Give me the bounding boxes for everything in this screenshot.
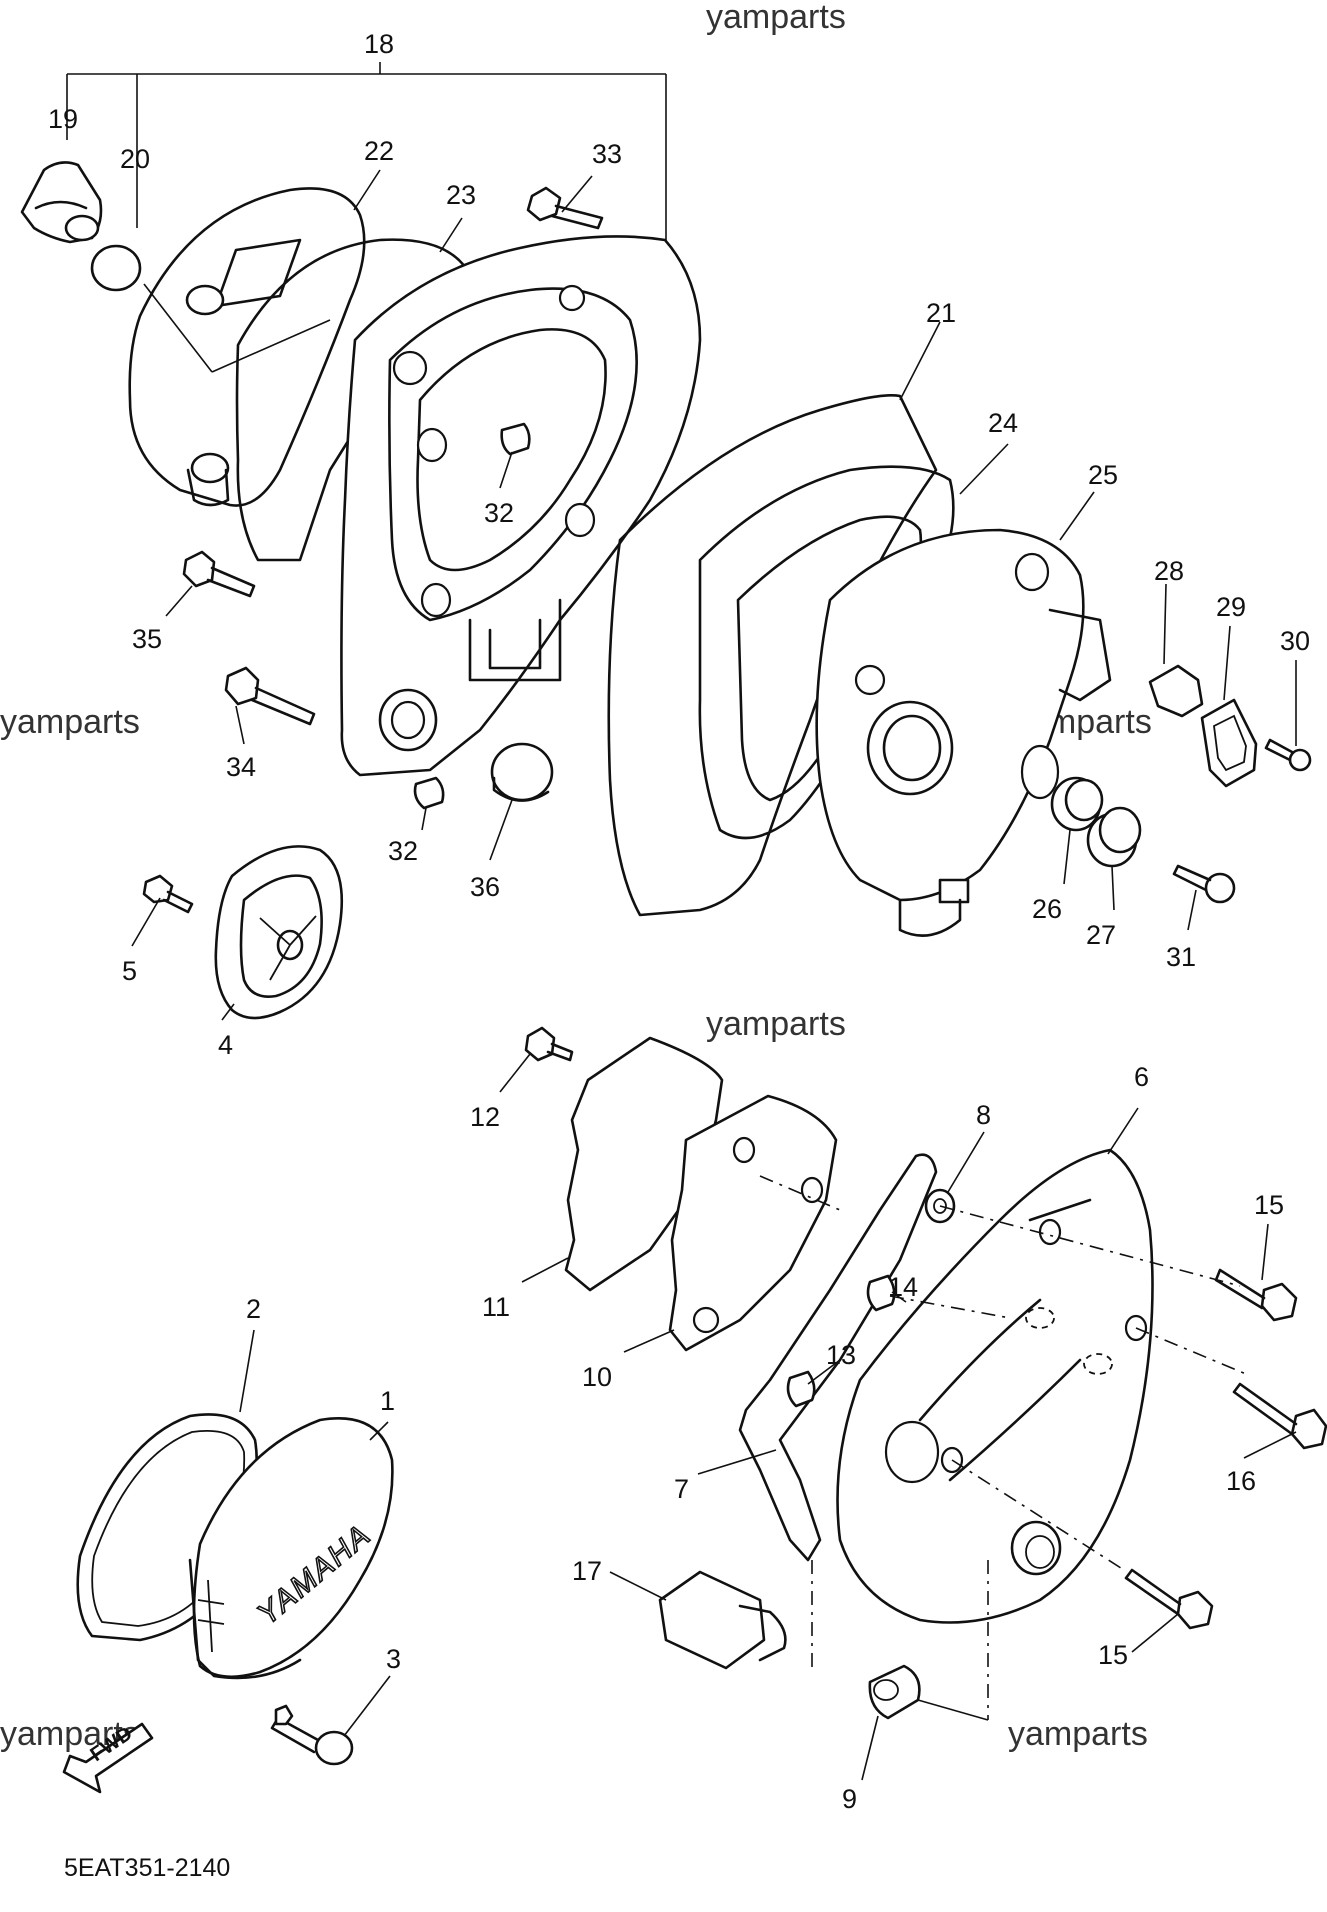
part-14-dowel-pin	[866, 1274, 896, 1312]
part-3-bolt	[270, 1704, 354, 1766]
part-32-dowel-pin	[413, 776, 445, 810]
callout-4: 4	[218, 1030, 233, 1060]
callout-14: 14	[888, 1272, 918, 1302]
part-25-cover	[815, 528, 1112, 937]
callout-32: 32	[484, 498, 514, 528]
part-6-crankcase-cover	[836, 1148, 1154, 1624]
diagram-code: 5EAT351-2140	[64, 1854, 230, 1882]
callout-29: 29	[1216, 592, 1246, 622]
callout-28: 28	[1154, 556, 1184, 586]
callout-27: 27	[1086, 920, 1116, 950]
part-34-bolt	[224, 666, 316, 726]
part-28-bracket	[1148, 664, 1204, 718]
part-11-plate	[564, 1036, 724, 1292]
callout-12: 12	[470, 1102, 500, 1132]
callout-30: 30	[1280, 626, 1310, 656]
part-9-collar	[868, 1664, 921, 1720]
part-16-bolt	[1232, 1382, 1327, 1450]
callout-23: 23	[446, 180, 476, 210]
part-22-outer-cover	[128, 187, 366, 507]
callout-33: 33	[592, 139, 622, 169]
callout-18: 18	[364, 29, 394, 59]
callout-16: 16	[1226, 1466, 1256, 1496]
part-31-bolt	[1172, 864, 1236, 904]
callout-1: 1	[380, 1386, 395, 1416]
part-26-grommet	[1050, 776, 1104, 832]
alignment-lines	[759, 1175, 1247, 1720]
part-1-generator-cover: YAMAHA	[188, 1417, 394, 1680]
part-5-bolt	[142, 874, 194, 914]
part-29-plate	[1200, 698, 1258, 788]
callout-15: 15	[1098, 1640, 1128, 1670]
callout-3: 3	[386, 1644, 401, 1674]
callout-7: 7	[674, 1474, 689, 1504]
part-19-cap	[20, 161, 103, 244]
callout-24: 24	[988, 408, 1018, 438]
callout-32: 32	[388, 836, 418, 866]
callout-6: 6	[1134, 1062, 1149, 1092]
callout-labels: 18 19 20 22 23 33 21 24 25 28 29 30 32 3…	[48, 29, 1310, 1814]
watermark-text: yamparts	[706, 1005, 846, 1043]
leader-lines	[131, 169, 1297, 1781]
part-30-screw	[1264, 738, 1312, 772]
part-20-o-ring	[90, 244, 142, 292]
part-15-bolt	[1124, 1568, 1214, 1630]
callout-35: 35	[132, 624, 162, 654]
watermark-text: yamparts	[706, 0, 846, 36]
part-15-bolt	[1214, 1268, 1298, 1322]
watermark-text: yamparts	[1008, 1715, 1148, 1753]
assembly-bracket-18	[66, 62, 667, 268]
part-17-sensor	[658, 1570, 787, 1670]
callout-34: 34	[226, 752, 256, 782]
callout-5: 5	[122, 956, 137, 986]
part-32-dowel-pin	[500, 422, 531, 456]
callout-31: 31	[1166, 942, 1196, 972]
part-10-plate	[668, 1094, 838, 1352]
part-12-bolt	[524, 1026, 574, 1062]
part-21-crankcase-cover	[340, 235, 702, 777]
callout-10: 10	[582, 1362, 612, 1392]
callout-17: 17	[572, 1556, 602, 1586]
callout-19: 19	[48, 104, 78, 134]
callout-13: 13	[826, 1340, 856, 1370]
part-35-bolt	[182, 550, 256, 598]
callout-22: 22	[364, 136, 394, 166]
callout-15: 15	[1254, 1190, 1284, 1220]
callout-36: 36	[470, 872, 500, 902]
callout-26: 26	[1032, 894, 1062, 924]
callout-8: 8	[976, 1100, 991, 1130]
part-36-plug	[490, 742, 554, 802]
watermark-text: yamparts	[0, 703, 140, 741]
callout-11: 11	[482, 1292, 510, 1322]
part-33-bolt	[526, 186, 604, 230]
callout-25: 25	[1088, 460, 1118, 490]
callout-9: 9	[842, 1784, 857, 1814]
callout-2: 2	[246, 1294, 261, 1324]
callout-20: 20	[120, 144, 150, 174]
callout-21: 21	[926, 298, 956, 328]
part-21-gasket	[607, 393, 938, 917]
part-4-rotor	[214, 845, 344, 1020]
part-13-dowel-pin	[786, 1370, 816, 1408]
